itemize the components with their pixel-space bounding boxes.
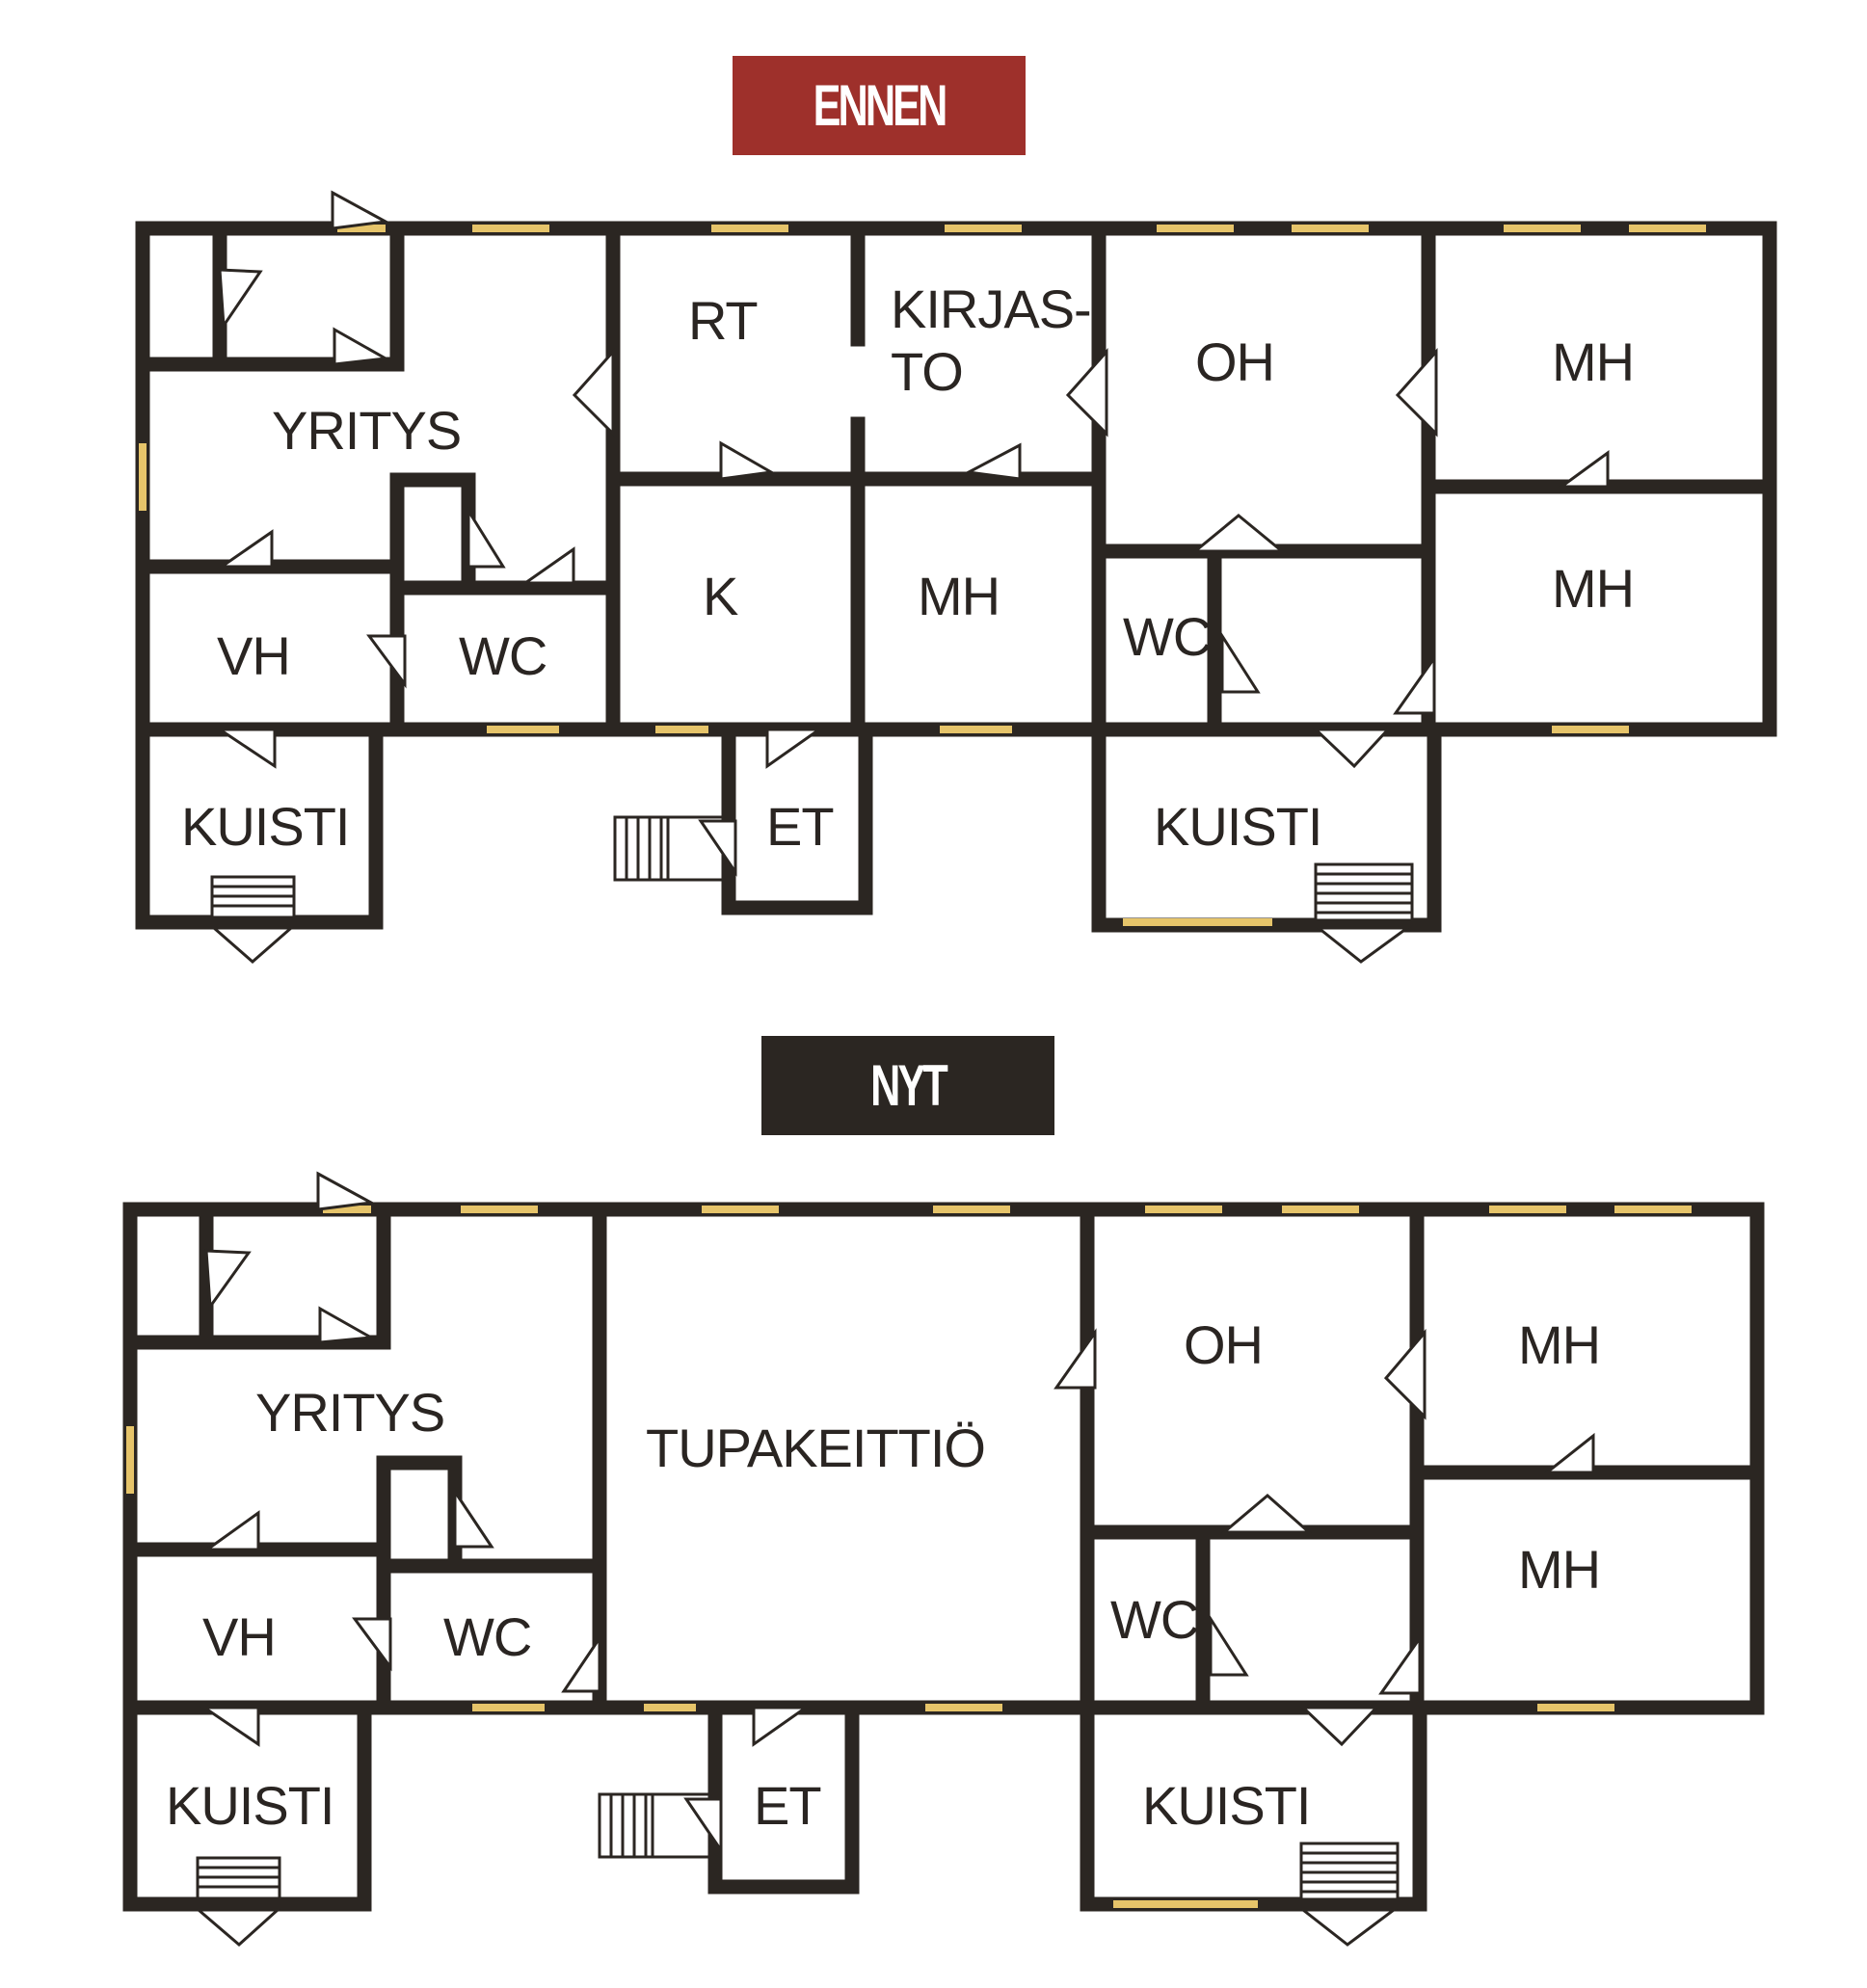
room-label: KUISTI (1142, 1775, 1310, 1836)
stairs-icon (598, 1792, 654, 1859)
room-label: YRITYS (272, 400, 461, 461)
room-label: MH (1552, 331, 1634, 392)
door-icon (215, 728, 277, 769)
room-label: ET (754, 1775, 821, 1836)
room-label: OH (1184, 1314, 1263, 1375)
stairs-icon (613, 815, 670, 882)
wall (376, 1455, 463, 1574)
room-label: TO (891, 341, 963, 402)
room-label: KUISTI (181, 796, 349, 857)
room-label: TUPAKEITTIÖ (646, 1418, 985, 1478)
room-label: WC (459, 625, 547, 686)
room-label: WC (443, 1606, 531, 1667)
door-icon (331, 190, 390, 230)
door-icon (765, 728, 824, 769)
room-label: MH (1518, 1539, 1600, 1600)
stairs-now (196, 1792, 1400, 1901)
door-icon (1190, 514, 1287, 553)
door-icon (1378, 1633, 1422, 1695)
door-icon (467, 505, 506, 569)
room-label: KIRJAS- (891, 278, 1091, 339)
before-title: ENNEN (813, 73, 948, 138)
door-icon (202, 1510, 260, 1551)
wall (389, 472, 476, 596)
door-icon (1054, 1328, 1097, 1390)
door-icon (520, 546, 575, 585)
door-icon (1542, 1432, 1595, 1474)
door-icon (1393, 653, 1436, 715)
door-icon (719, 440, 776, 481)
stairs-before (210, 815, 1414, 922)
doors-now (194, 1171, 1595, 1947)
door-icon (572, 348, 615, 437)
room-label: MH (918, 566, 1000, 626)
wall (707, 1700, 860, 1895)
room-label: KUISTI (1154, 796, 1321, 857)
now-title: NYT (870, 1053, 948, 1118)
room-label: KUISTI (166, 1775, 333, 1836)
door-icon (217, 529, 274, 569)
door-icon (752, 1706, 811, 1747)
door-icon (1298, 1908, 1399, 1947)
before-title-badge: ENNEN (733, 56, 1026, 155)
door-icon (200, 1706, 260, 1747)
room-label: VH (202, 1606, 276, 1667)
door-icon (316, 1171, 376, 1211)
wall (199, 1202, 391, 1350)
room-label: MH (1518, 1314, 1600, 1375)
door-icon (210, 926, 295, 964)
door-icon (1557, 450, 1610, 489)
door-icon (218, 268, 263, 331)
room-label: RT (688, 290, 758, 351)
room-label: OH (1195, 331, 1274, 392)
door-icon (352, 1617, 392, 1672)
wall (212, 221, 405, 372)
room-label: K (703, 566, 738, 626)
door-icon (1314, 926, 1412, 964)
door-icon (1299, 1706, 1380, 1747)
door-icon (683, 1797, 723, 1855)
room-label: WC (1123, 606, 1211, 667)
door-icon (366, 634, 407, 689)
room-label: YRITYS (255, 1382, 444, 1443)
windows-now (126, 1206, 1692, 1908)
door-icon (1395, 348, 1438, 437)
door-icon (1065, 348, 1108, 437)
door-icon (333, 327, 390, 366)
door-icon (561, 1633, 601, 1693)
door-icon (453, 1487, 494, 1549)
door-icon (698, 819, 737, 877)
door-icon (1219, 1494, 1313, 1534)
room-label: WC (1110, 1589, 1198, 1650)
floor-plan-now (122, 1202, 1765, 1912)
door-icon (1383, 1328, 1427, 1420)
door-icon (204, 1249, 252, 1312)
room-label: VH (217, 625, 290, 686)
door-icon (1312, 728, 1392, 769)
doors-before (210, 190, 1610, 964)
door-icon (1220, 630, 1261, 694)
door-icon (318, 1306, 376, 1344)
windows-before (139, 225, 1706, 926)
door-icon (194, 1908, 281, 1947)
room-label: ET (766, 796, 834, 857)
door-icon (1209, 1613, 1249, 1677)
room-label: MH (1552, 558, 1634, 619)
now-title-badge: NYT (761, 1036, 1054, 1135)
door-icon (964, 442, 1022, 481)
